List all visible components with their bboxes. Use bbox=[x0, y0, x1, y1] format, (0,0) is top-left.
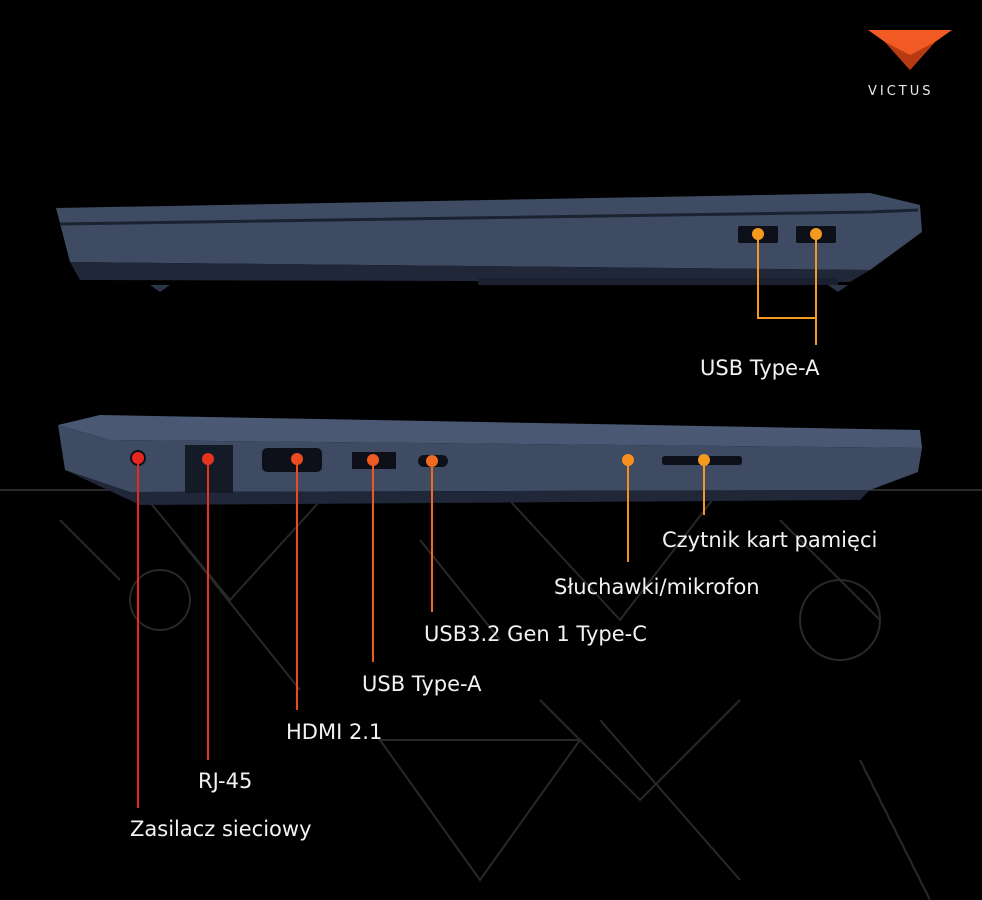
port-markers bbox=[132, 228, 822, 467]
callout-lines bbox=[137, 234, 817, 808]
label-card-reader: Czytnik kart pamięci bbox=[662, 528, 878, 552]
brand-logo-text: VICTUS bbox=[868, 84, 934, 99]
victus-logo-icon bbox=[868, 30, 952, 70]
label-hdmi: HDMI 2.1 bbox=[286, 720, 383, 744]
label-rj45: RJ-45 bbox=[198, 769, 253, 793]
laptop-side-view bbox=[58, 415, 922, 505]
laptop-back-view bbox=[56, 193, 922, 292]
label-audio-jack: Słuchawki/mikrofon bbox=[554, 575, 760, 599]
label-usb-c: USB3.2 Gen 1 Type-C bbox=[424, 622, 647, 646]
label-power: Zasilacz sieciowy bbox=[130, 817, 312, 841]
label-usb-type-a-back: USB Type-A bbox=[700, 356, 820, 380]
label-usb-type-a-side: USB Type-A bbox=[362, 672, 482, 696]
